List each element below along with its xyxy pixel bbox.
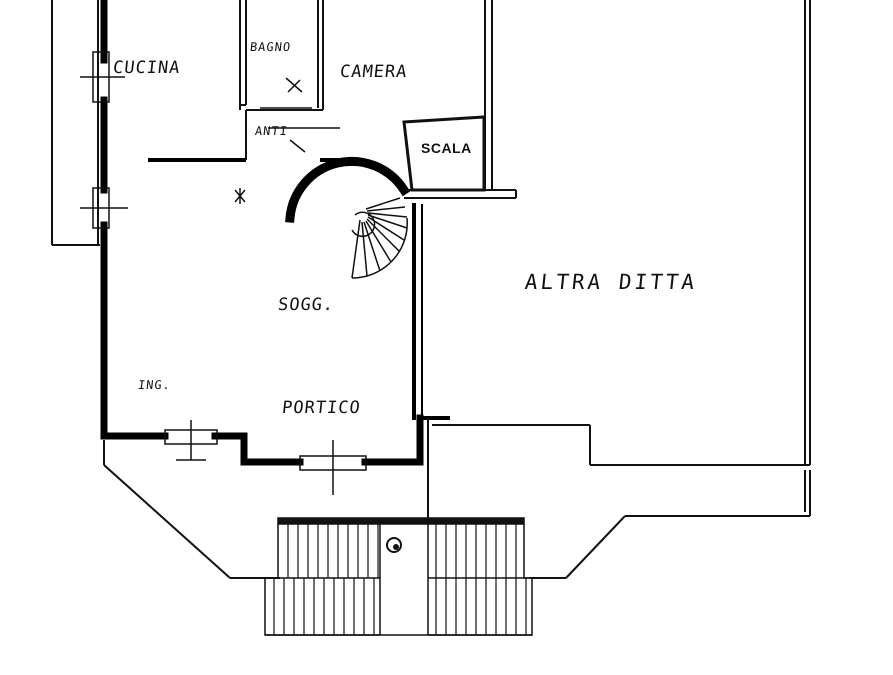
stair-box	[402, 115, 486, 192]
partition-walls	[51, 0, 811, 579]
room-label-scala: SCALA	[421, 140, 472, 156]
room-label-anti: ANTI	[254, 124, 289, 138]
room-label-bagno: BAGNO	[249, 40, 292, 54]
room-label-ingresso: ING.	[137, 378, 172, 392]
room-label-cucina: CUCINA	[111, 58, 182, 78]
room-label-portico: PORTICO	[280, 398, 362, 418]
entrance-stairs	[264, 517, 533, 636]
structural-walls	[100, 0, 450, 466]
room-label-camera: CAMERA	[338, 62, 409, 82]
stair-treads	[273, 524, 527, 635]
spiral-stair	[351, 197, 408, 279]
room-label-altra-ditta: ALTRA DITTA	[523, 270, 699, 294]
room-label-soggiorno: SOGG.	[276, 295, 336, 315]
north-marker	[386, 537, 402, 553]
openings	[80, 51, 367, 495]
